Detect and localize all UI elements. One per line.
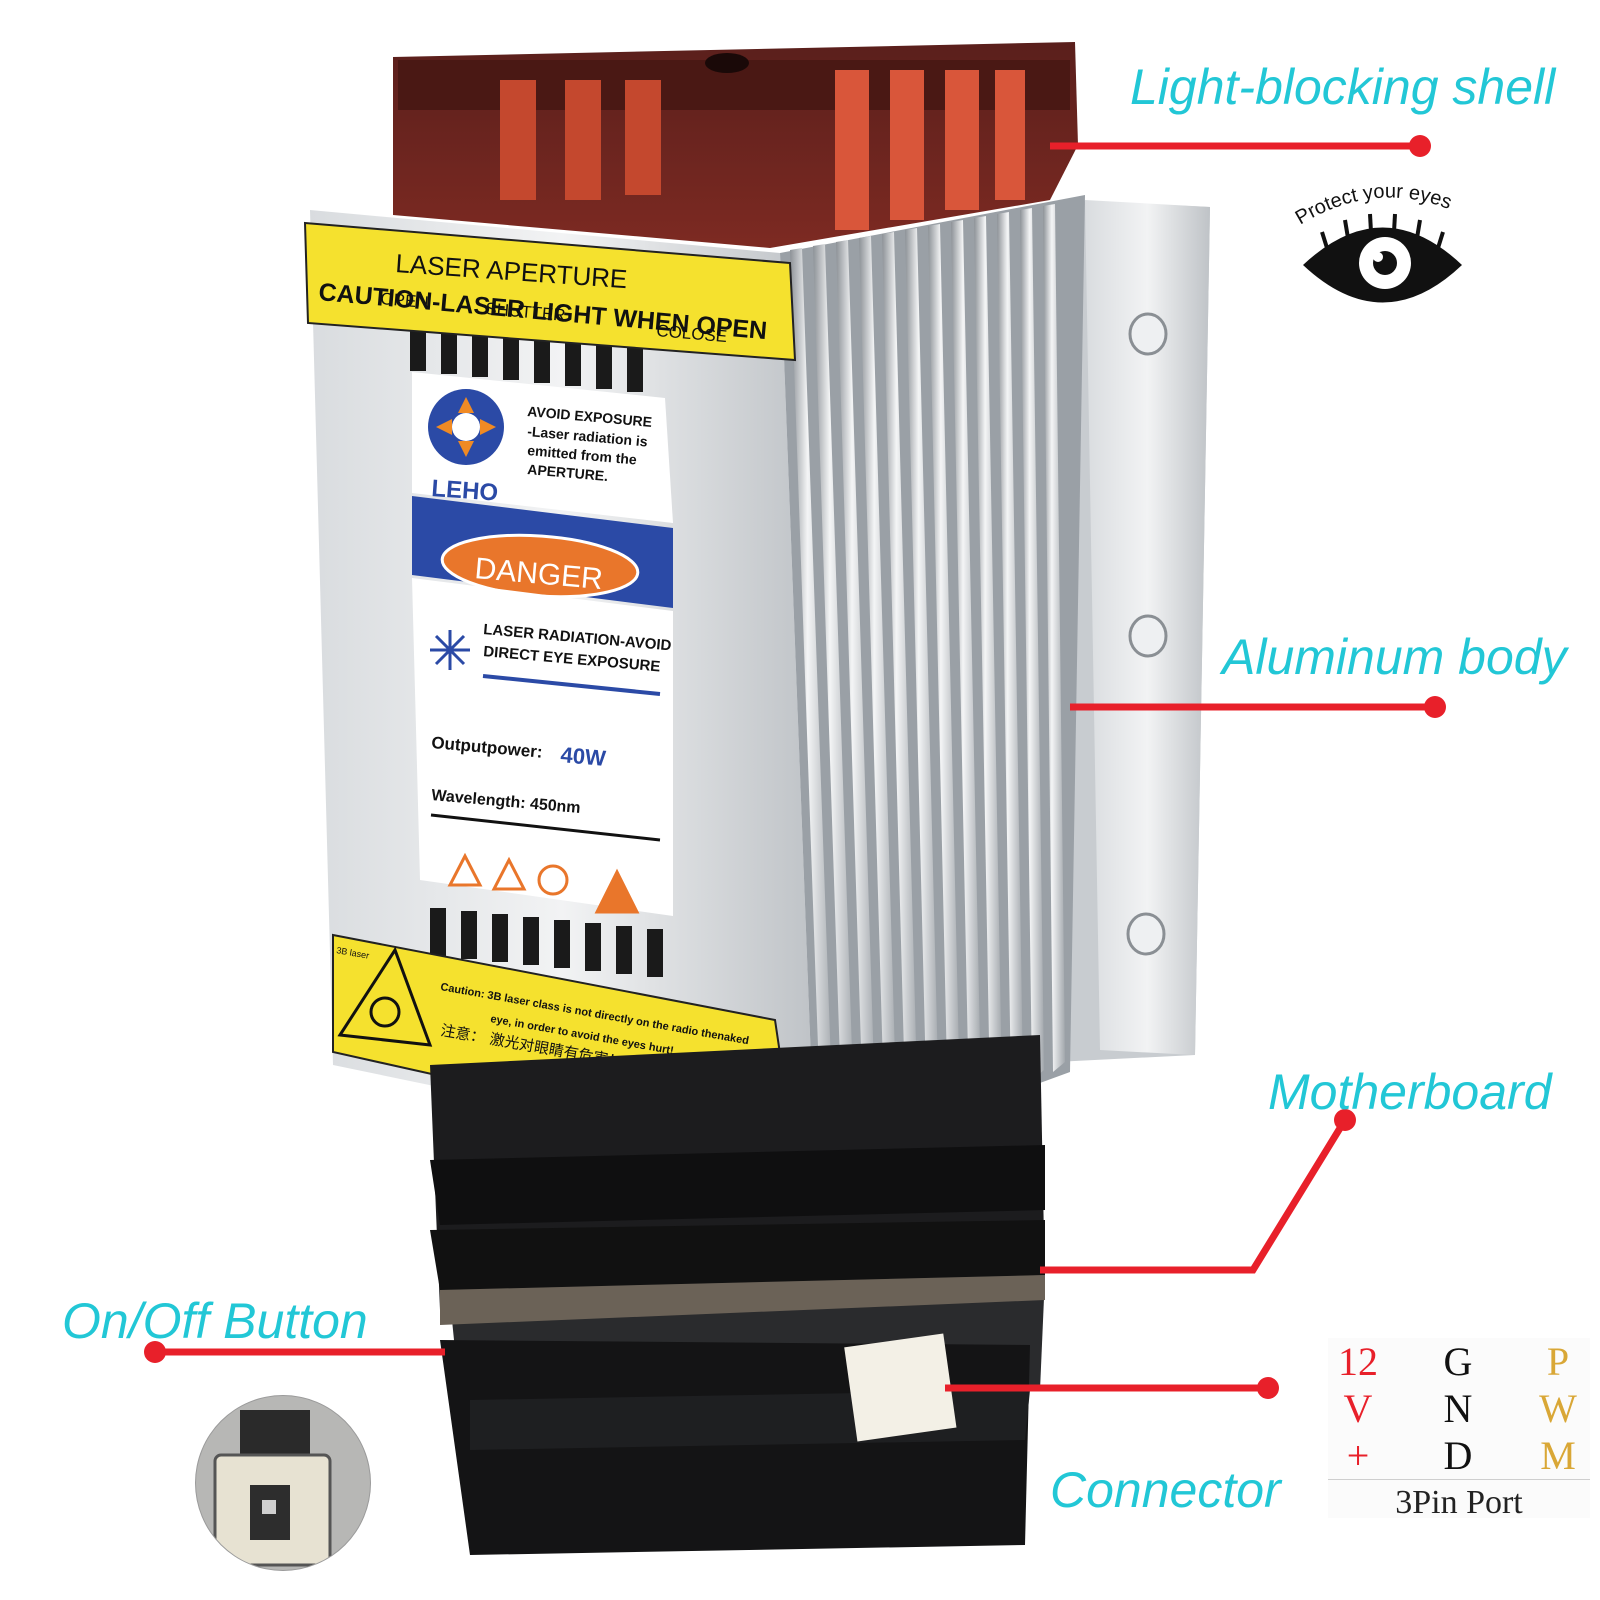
vent-slot	[441, 326, 457, 374]
pin-pwm-line3: M	[1540, 1433, 1576, 1478]
light-blocking-shell	[393, 42, 1078, 248]
connector-label: Connector	[1050, 1462, 1281, 1518]
pin-12v-line1: 12	[1338, 1339, 1378, 1384]
aluminum-body-label: Aluminum body	[1222, 629, 1567, 685]
pin-pwm-line1: P	[1546, 1339, 1570, 1384]
warning-panel: LEHO AVOID EXPOSURE -Laser radiation is …	[412, 372, 673, 916]
radiation-icon	[430, 630, 470, 670]
vent-slot	[503, 332, 519, 380]
on-off-button-inset	[195, 1395, 371, 1571]
pin-pwm-column: P W M	[1528, 1338, 1588, 1479]
vent-slot	[554, 920, 570, 968]
vent-slot	[492, 914, 508, 962]
svg-text:Protect your eyes: Protect your eyes	[1292, 180, 1455, 229]
heatsink-fin	[790, 248, 834, 1160]
protect-eyes-badge: Protect your eyes	[1292, 180, 1462, 303]
heatsink-fin	[1020, 208, 1044, 1080]
vent-slot	[647, 929, 663, 977]
heatsink-fin	[951, 220, 981, 1104]
vent-slot	[523, 917, 539, 965]
heatsink-fin	[905, 228, 939, 1120]
leho-logo	[428, 389, 504, 465]
vent-slot	[627, 344, 643, 392]
on-off-button-label: On/Off Button	[62, 1293, 368, 1349]
pin-gnd-line3: D	[1443, 1433, 1473, 1478]
pin-12v-line2: V	[1343, 1386, 1373, 1431]
motherboard-label: Motherboard	[1268, 1064, 1552, 1120]
vent-slot	[461, 911, 477, 959]
heatsink-fin	[836, 240, 876, 1144]
avoid-line4: APERTURE.	[527, 461, 609, 484]
pin-pwm-line2: W	[1539, 1386, 1577, 1431]
vent-slot	[585, 923, 601, 971]
fan-stack	[430, 1035, 1045, 1555]
pin-port-caption: 3Pin Port	[1395, 1484, 1523, 1521]
leader-dots	[144, 135, 1446, 1399]
pin-gnd-line1: G	[1443, 1339, 1473, 1384]
sticker-open: OPEN	[380, 289, 430, 312]
heatsink-fin	[928, 224, 960, 1112]
vent-slot	[565, 338, 581, 386]
vent-slot	[472, 329, 488, 377]
pin-port-legend: 12 V + G N D P W M 3Pin Port	[1328, 1338, 1590, 1521]
vent-slot	[534, 335, 550, 383]
pin-gnd-line2: N	[1443, 1386, 1473, 1431]
leader-lines	[160, 142, 1435, 1392]
vent-slot	[410, 323, 426, 371]
heatsink-fin	[859, 236, 897, 1136]
pin-legend-divider	[1328, 1479, 1590, 1480]
vent-slot	[616, 926, 632, 974]
vent-slot	[430, 908, 446, 956]
pin-12v-column: 12 V +	[1328, 1338, 1388, 1479]
heatsink-fin	[882, 232, 918, 1128]
heatsink-fin	[1043, 204, 1065, 1072]
heatsink-fin	[997, 212, 1023, 1088]
heatsink-fin	[974, 216, 1002, 1096]
light-blocking-shell-label: Light-blocking shell	[1130, 59, 1556, 115]
pin-12v-line3: +	[1346, 1433, 1370, 1478]
heatsink-fin	[813, 244, 855, 1152]
pin-gnd-column: G N D	[1428, 1338, 1488, 1479]
mounting-bracket	[1055, 200, 1210, 1062]
hazard-icons	[447, 852, 640, 914]
vent-slots	[410, 323, 663, 977]
power-value: 40W	[560, 742, 607, 771]
vent-slot	[596, 341, 612, 389]
protect-eyes-text: Protect your eyes	[1292, 180, 1455, 229]
